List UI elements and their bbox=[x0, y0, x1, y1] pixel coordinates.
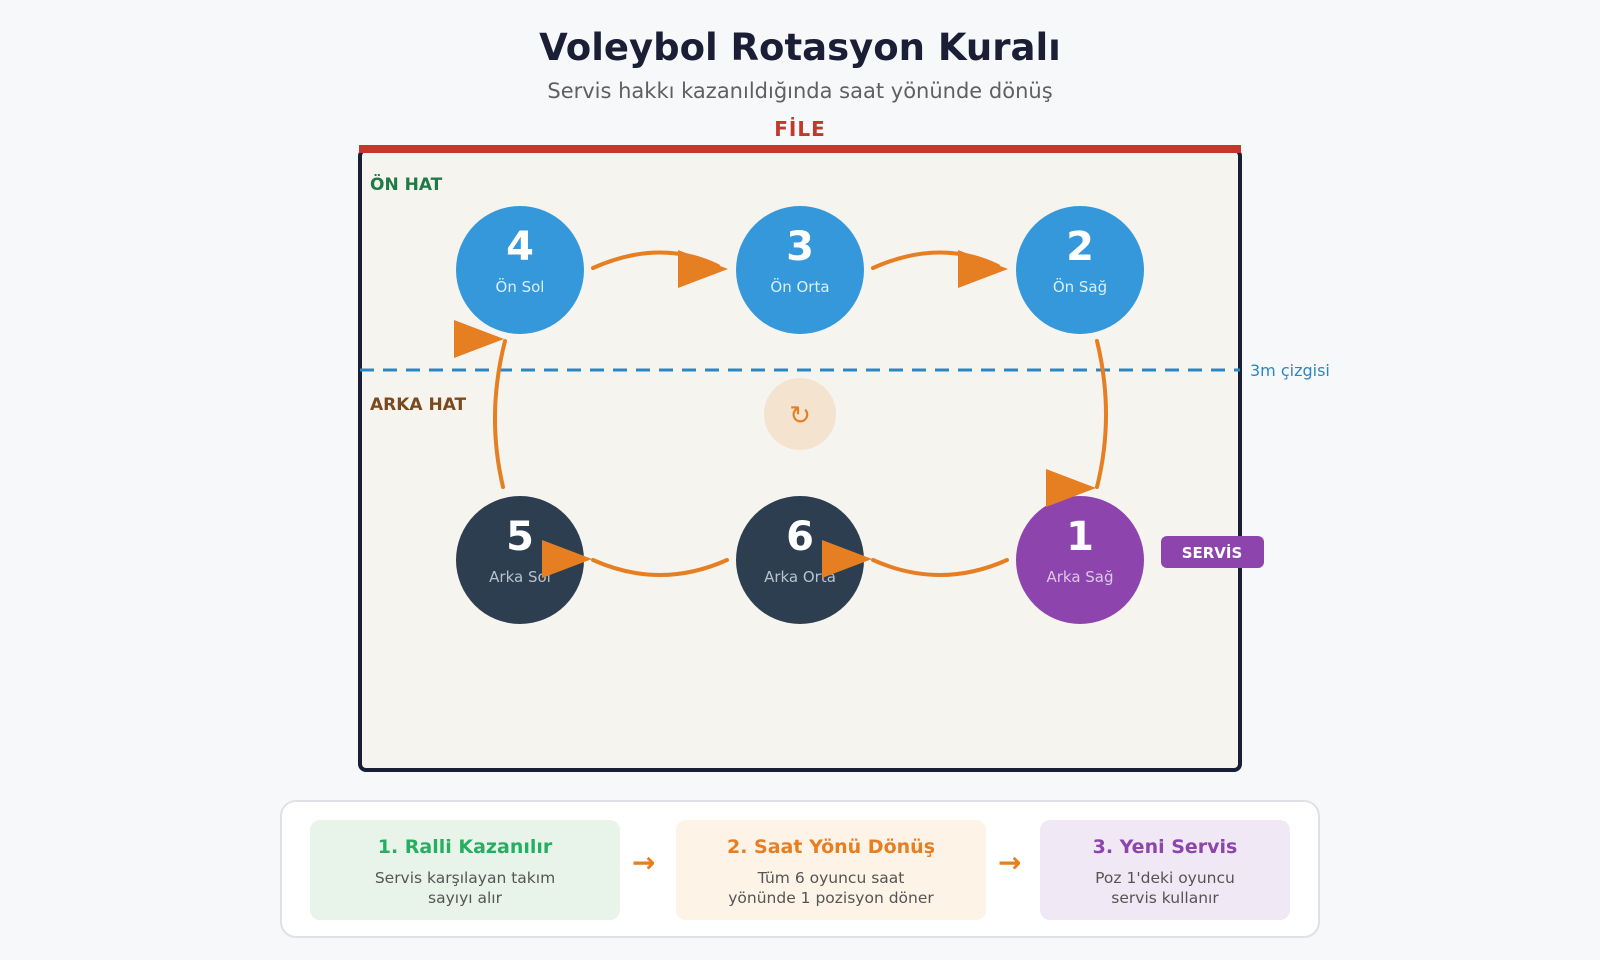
step-card-3: 3. Yeni Servis Poz 1'deki oyuncu servis … bbox=[1040, 820, 1290, 920]
position-name: Arka Sağ bbox=[1046, 568, 1113, 586]
position-name: Arka Orta bbox=[764, 568, 836, 586]
position-number: 2 bbox=[1066, 224, 1094, 270]
step-arrow-icon: → bbox=[998, 846, 1022, 879]
arrowhead-icon bbox=[454, 320, 504, 358]
step-card-2: 2. Saat Yönü Dönüş Tüm 6 oyuncu saat yön… bbox=[676, 820, 986, 920]
rotation-path-1-to-6 bbox=[871, 558, 1009, 577]
position-number: 6 bbox=[786, 514, 814, 560]
player-position-4: 4 Ön Sol bbox=[456, 206, 584, 334]
step-description: Poz 1'deki oyuncu servis kullanır bbox=[1095, 869, 1235, 907]
rotation-steps-panel: 1. Ralli Kazanılır Servis karşılayan tak… bbox=[280, 800, 1320, 938]
position-number: 1 bbox=[1066, 514, 1094, 560]
arrowhead-icon bbox=[542, 540, 592, 578]
attack-line-label: 3m çizgisi bbox=[1250, 361, 1330, 380]
arrowhead-icon bbox=[822, 540, 872, 578]
step-title: 3. Yeni Servis bbox=[1092, 836, 1238, 858]
court-diagram: 3m çizgisi ÖN HAT ARKA HAT ↻ 4 Ön Sol 3 … bbox=[358, 145, 1330, 772]
rotation-path-2-to-1 bbox=[1095, 339, 1108, 489]
rotation-path-6-to-5 bbox=[591, 558, 729, 577]
back-row-label: ARKA HAT bbox=[370, 395, 467, 415]
rotation-path-5-to-4 bbox=[492, 339, 507, 489]
rotation-icon: ↻ bbox=[789, 401, 811, 431]
arrowhead-icon bbox=[678, 250, 728, 288]
position-name: Arka Sol bbox=[489, 568, 551, 586]
front-row-label: ÖN HAT bbox=[370, 173, 443, 195]
step-arrow-icon: → bbox=[632, 846, 656, 879]
player-position-5: 5 Arka Sol bbox=[456, 496, 584, 624]
position-name: Ön Sol bbox=[496, 277, 545, 296]
player-position-2: 2 Ön Sağ bbox=[1016, 206, 1144, 334]
serve-badge-label: SERVİS bbox=[1182, 543, 1243, 562]
position-name: Ön Orta bbox=[770, 277, 829, 296]
page-subtitle: Servis hakkı kazanıldığında saat yönünde… bbox=[547, 79, 1053, 103]
position-number: 3 bbox=[786, 224, 814, 270]
net-label: FİLE bbox=[774, 117, 826, 141]
step-title: 1. Ralli Kazanılır bbox=[377, 836, 553, 858]
player-position-3: 3 Ön Orta bbox=[736, 206, 864, 334]
rotation-indicator bbox=[764, 378, 836, 450]
player-position-1: 1 Arka Sağ bbox=[1016, 496, 1144, 624]
position-number: 4 bbox=[506, 224, 534, 270]
page-title: Voleybol Rotasyon Kuralı bbox=[539, 26, 1061, 69]
player-position-6: 6 Arka Orta bbox=[736, 496, 864, 624]
arrowhead-icon bbox=[958, 250, 1008, 288]
rotation-arrowheads bbox=[454, 250, 1096, 578]
position-name: Ön Sağ bbox=[1053, 277, 1107, 296]
step-title: 2. Saat Yönü Dönüş bbox=[727, 836, 935, 858]
arrowhead-icon bbox=[1046, 469, 1096, 507]
step-card-1: 1. Ralli Kazanılır Servis karşılayan tak… bbox=[310, 820, 620, 920]
serve-badge bbox=[1161, 536, 1264, 568]
position-number: 5 bbox=[506, 514, 534, 560]
step-description: Tüm 6 oyuncu saat yönünde 1 pozisyon dön… bbox=[728, 869, 934, 907]
step-description: Servis karşılayan takım sayıyı alır bbox=[374, 869, 556, 907]
net-line bbox=[359, 145, 1241, 153]
